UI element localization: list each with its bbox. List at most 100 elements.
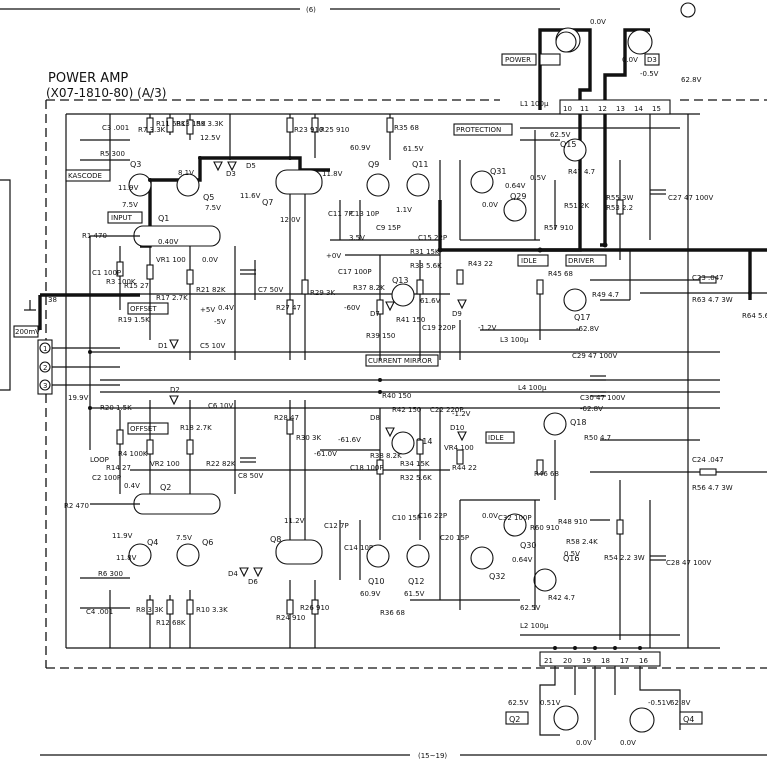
label-offset-lower: OFFSET — [130, 425, 157, 433]
lcomp-48: R54 2.2 3W — [604, 554, 645, 562]
lcomp-40: R26 910 — [300, 604, 329, 612]
q31-voltage: 0.64V — [505, 182, 526, 190]
q30-ref: Q30 — [520, 541, 536, 550]
ucomp-20: R33 5.6K — [410, 262, 442, 270]
upper-component-labels: C3 .001 R5 300 R7 3.3K R9 3.3K R11 68K R… — [82, 100, 767, 360]
ucomp-47: 1.1V — [396, 206, 412, 214]
input-level: 200mV — [15, 328, 40, 336]
lcomp-11: R30 3K — [296, 434, 321, 442]
lcomp-52: R60 910 — [530, 524, 559, 532]
part-number: (X07-1810-80) (A/3) — [46, 86, 166, 100]
ucomp-65: -1.2V — [478, 324, 497, 332]
label-idle-lower: IDLE — [488, 434, 504, 442]
transistor-q11 — [406, 173, 430, 197]
bottom-pin-17: 17 — [620, 657, 629, 665]
lcomp-33: C16 22P — [418, 512, 447, 520]
lcomp-5: C8 50V — [238, 472, 263, 480]
ucomp-37: R27 47 — [276, 304, 301, 312]
lcomp-3: R22 82K — [206, 460, 236, 468]
q6-voltage: 7.5V — [176, 534, 192, 542]
top-right-terminal — [680, 2, 696, 18]
page-title: POWER AMP — [48, 71, 128, 86]
ucomp-3: R9 3.3K — [196, 120, 224, 128]
section-labels: KASCODE INPUT OFFSET CURRENT MIRROR PROT… — [65, 56, 607, 464]
terminal-label-3: 3 — [43, 382, 47, 390]
transistor-q13 — [391, 283, 415, 307]
ucomp-8: R23 910 — [294, 126, 323, 134]
ucomp-6: D3 — [226, 170, 236, 178]
ucomp-26: VR1 100 — [156, 256, 186, 264]
lcomp-24: D8 — [370, 414, 380, 422]
top-pin-11: 11 — [580, 105, 589, 113]
ucomp-22: R39 150 — [366, 332, 395, 340]
q1-voltage: 7.5V — [122, 201, 138, 209]
q32-ref: Q32 — [489, 572, 505, 581]
lcomp-6: D2 — [170, 386, 180, 394]
q4-ref: Q4 — [147, 538, 158, 547]
terminal-label-1: 1 — [43, 345, 47, 353]
ucomp-1: R5 300 — [100, 150, 125, 158]
ucomp-51: R45 68 — [548, 270, 573, 278]
q5-voltage: 7.5V — [205, 204, 221, 212]
ucomp-41: -5V — [214, 318, 226, 326]
ucomp-38: R29 3K — [310, 289, 335, 297]
ucomp-61: C29 47 100V — [572, 352, 618, 360]
lcomp-1: R14 27 — [106, 464, 131, 472]
upper-transistor-labels: Q3 11.9V Q1 7.5V Q5 7.5V Q7 11.6V Q9 60.… — [118, 131, 599, 333]
q29-ref: Q29 — [510, 192, 526, 201]
upper-transistor-symbols — [128, 31, 587, 312]
lower-component-labels: R20 1.5K R14 27 R18 2.7K R22 82K C6 10V … — [64, 384, 733, 630]
ucomp-45: 0.4V — [218, 304, 234, 312]
q1-ref: Q1 — [158, 214, 169, 223]
ucomp-4: R11 68K — [156, 120, 186, 128]
lcomp-39: R24 910 — [276, 614, 305, 622]
top-pin-15: 15 — [652, 105, 661, 113]
transistor-q3 — [128, 173, 152, 197]
top-voltage-1: 0.0V — [590, 18, 606, 26]
ucomp-32: R15 27 — [124, 282, 149, 290]
q9-ref: Q9 — [368, 160, 379, 169]
connector-label-q2: Q2 — [509, 715, 520, 724]
top-voltage-4: 62.8V — [681, 76, 702, 84]
d3-label-box — [644, 53, 660, 66]
q15-ref: Q15 — [560, 140, 576, 149]
ucomp-29: R1 470 — [82, 232, 107, 240]
lcomp-0: R20 1.5K — [100, 404, 132, 412]
power-transistor-lower-left — [553, 705, 579, 731]
ucomp-62: C23 .047 — [692, 274, 724, 282]
bottom-pin-20: 20 — [563, 657, 572, 665]
edge-label-bottom: (15~19) — [418, 752, 447, 760]
q12-voltage: 61.5V — [404, 590, 425, 598]
lcomp-36: C14 10P — [344, 544, 373, 552]
ucomp-42: +5V — [200, 306, 215, 314]
transistor-q31 — [470, 170, 494, 194]
power-transistor-lower-right — [629, 707, 655, 733]
q7-ref: Q7 — [262, 198, 273, 207]
lcomp-16: R42 150 — [392, 406, 421, 414]
q10-ref: Q10 — [368, 577, 384, 586]
lcomp-7: VR2 100 — [150, 460, 180, 468]
ucomp-60: L3 100μ — [500, 336, 529, 344]
lcomp-14: R38 8.2K — [370, 452, 402, 460]
lcomp-50: L2 100μ — [520, 622, 549, 630]
bottom-pin-16: 16 — [639, 657, 648, 665]
ucomp-19: R31 15K — [410, 248, 440, 256]
ucomp-9: R25 910 — [320, 126, 349, 134]
rails — [65, 113, 720, 649]
lcomp-45: R12 68K — [156, 619, 186, 627]
ucomp-14: C11 7P — [328, 210, 353, 218]
lcomp-22: R44 22 — [452, 464, 477, 472]
power-transistor-upper-right — [627, 29, 653, 55]
transistor-top-left-outer — [555, 31, 577, 53]
lcomp-51: R58 2.4K — [566, 538, 598, 546]
q4-voltage: 11.8V — [116, 554, 137, 562]
top-connector: 10 11 12 13 14 15 0.0V -0.5V 0.0V 62.8V … — [501, 2, 702, 115]
transistor-q10 — [366, 544, 390, 568]
connector-label-d3: D3 — [647, 56, 657, 64]
transistor-q6 — [176, 543, 200, 567]
q11-ref: Q11 — [412, 160, 428, 169]
ucomp-27: 0.40V — [158, 238, 179, 246]
q5-ref: Q5 — [203, 193, 214, 202]
lcomp-41: R36 68 — [380, 609, 405, 617]
bottom-voltage-3: 0.0V — [620, 739, 636, 747]
